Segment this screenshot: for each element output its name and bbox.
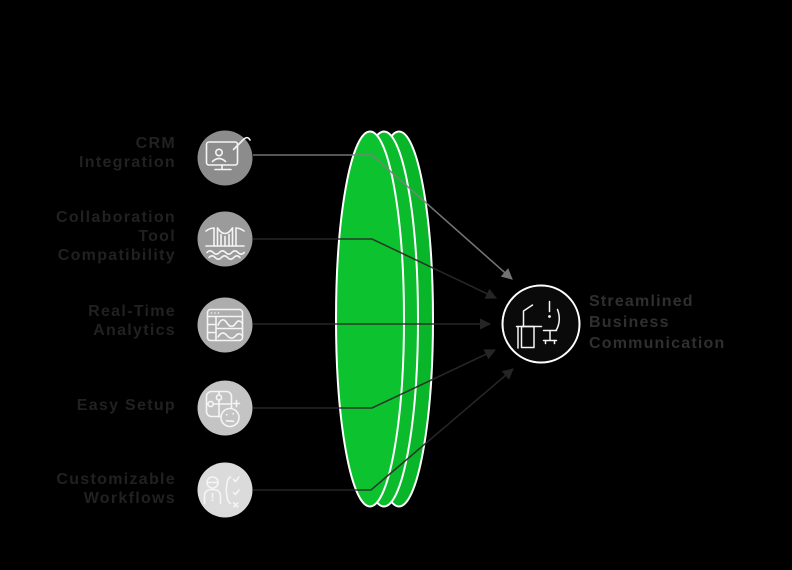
analytics-dashboard-icon bbox=[206, 308, 244, 342]
feature-label-real-time-analytics: Real-Time Analytics bbox=[88, 303, 176, 339]
feature-circle-collaboration-tool bbox=[197, 211, 253, 267]
feature-circle-crm-integration bbox=[197, 130, 253, 186]
feature-circle-easy-setup bbox=[197, 380, 253, 436]
crm-monitor-hand-icon bbox=[205, 136, 251, 171]
result-label-streamlined-communication: Streamlined Business Communication bbox=[589, 293, 726, 352]
feature-label-customizable-workflows: Customizable Workflows bbox=[56, 471, 176, 507]
connector-line-crm-integration bbox=[253, 154, 513, 280]
lens-front-face bbox=[335, 130, 405, 508]
connector-line-customizable-workflows bbox=[253, 368, 514, 491]
office-workspace-icon bbox=[515, 300, 561, 349]
feature-circle-bg bbox=[197, 297, 253, 353]
suspension-bridge-icon bbox=[205, 227, 245, 260]
connector-lines bbox=[253, 154, 514, 491]
connector-line-easy-setup bbox=[253, 349, 497, 409]
feature-circle-real-time-analytics bbox=[197, 297, 253, 353]
green-lens bbox=[335, 130, 434, 508]
puzzle-smiley-icon bbox=[205, 390, 241, 428]
feature-circle-bg bbox=[197, 462, 253, 518]
person-checklist-icon bbox=[203, 476, 240, 508]
connector-line-collaboration-tool bbox=[253, 238, 498, 299]
result-circle-bg bbox=[501, 284, 581, 364]
feature-circle-customizable-workflows bbox=[197, 462, 253, 518]
result-circle-streamlined-communication bbox=[501, 284, 581, 364]
feature-label-crm-integration: CRM Integration bbox=[79, 135, 176, 171]
feature-label-collaboration-tool: Collaboration Tool Compatibility bbox=[55, 209, 176, 264]
feature-label-easy-setup: Easy Setup bbox=[76, 397, 176, 414]
